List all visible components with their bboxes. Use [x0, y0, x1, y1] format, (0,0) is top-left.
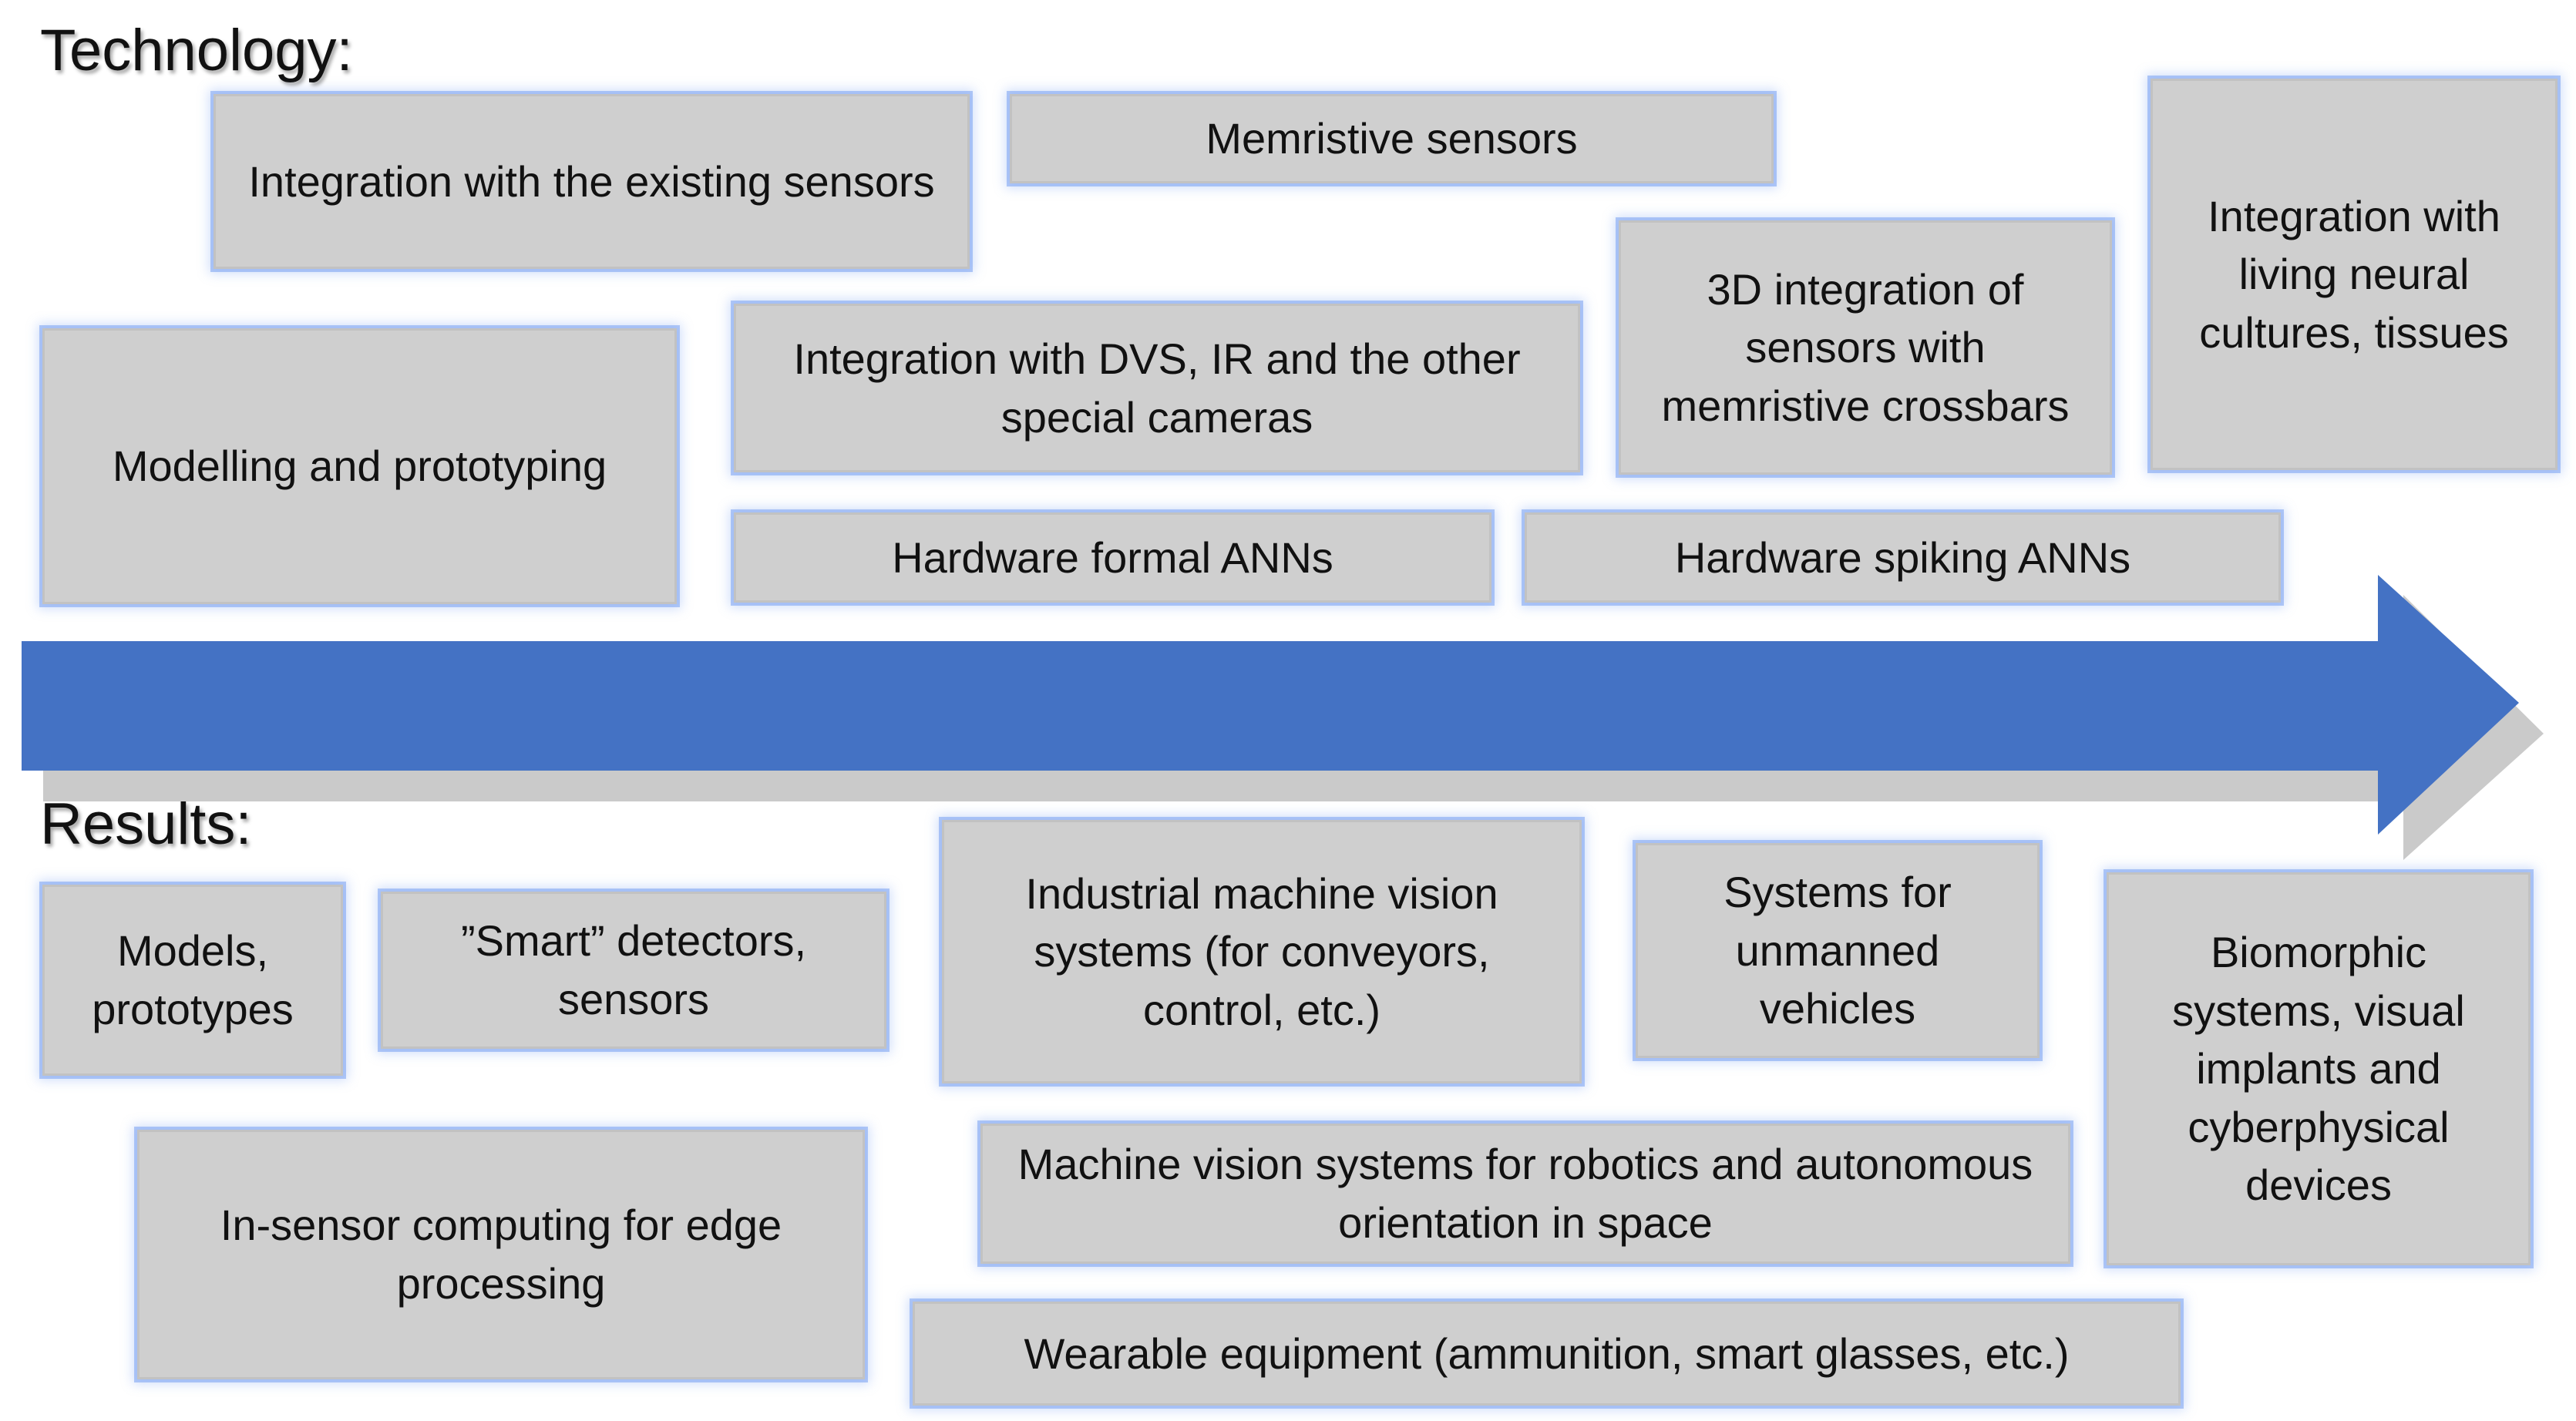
tech-box-neural-cultures: Integration with living neural cultures,…: [2151, 79, 2558, 470]
tech-box-memristive-sensors: Memristive sensors: [1010, 94, 1774, 183]
tech-box-3d-integration: 3D integration of sensors with memristiv…: [1619, 220, 2112, 475]
result-box-robotics-vision: Machine vision systems for robotics and …: [980, 1124, 2070, 1264]
tech-box-dvs-ir-cameras: Integration with DVS, IR and the other s…: [734, 304, 1580, 472]
result-box-smart-detectors: ”Smart” detectors, sensors: [381, 892, 886, 1049]
tech-box-spiking-anns: Hardware spiking ANNs: [1525, 512, 2281, 603]
technology-heading: Technology:: [40, 18, 353, 83]
result-box-unmanned-vehicles: Systems for unmanned vehicles: [1636, 843, 2040, 1058]
result-box-in-sensor-computing: In-sensor computing for edge processing: [137, 1130, 865, 1379]
result-box-models-prototypes: Models, prototypes: [42, 885, 343, 1076]
result-box-industrial-vision: Industrial machine vision systems (for c…: [942, 820, 1582, 1083]
results-heading: Results:: [40, 791, 252, 857]
tech-box-formal-anns: Hardware formal ANNs: [734, 512, 1491, 603]
result-box-biomorphic-systems: Biomorphic systems, visual implants and …: [2107, 872, 2531, 1265]
timeline-arrow-body: [22, 575, 2519, 835]
tech-box-modelling-prototyping: Modelling and prototyping: [42, 328, 677, 604]
result-box-wearable-equipment: Wearable equipment (ammunition, smart gl…: [913, 1302, 2181, 1406]
tech-box-existing-sensors: Integration with the existing sensors: [214, 94, 970, 269]
